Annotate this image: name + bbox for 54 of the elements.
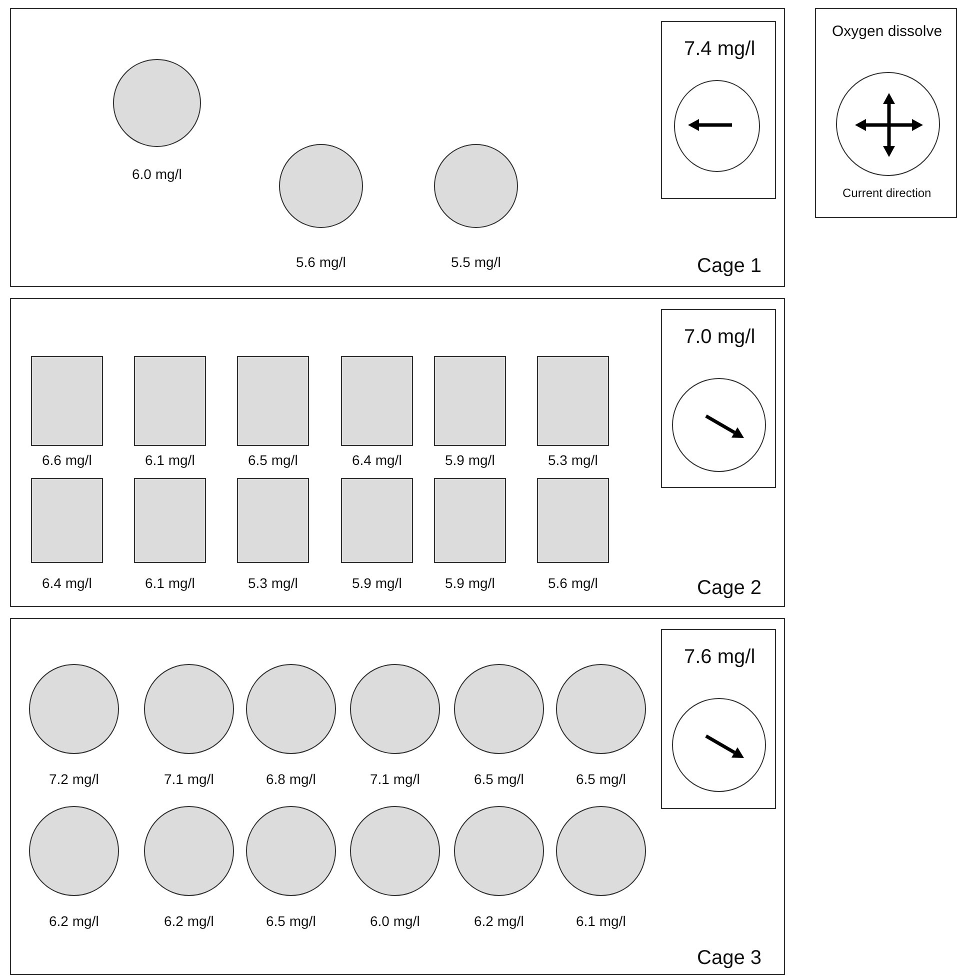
oxygen-value: 6.8 mg/l [266,771,316,787]
sample-rectangle [31,356,103,446]
cage-panel [10,298,785,607]
oxygen-value: 6.4 mg/l [352,452,402,468]
oxygen-value: 6.1 mg/l [576,913,626,929]
reading-panel [661,629,776,809]
oxygen-value: 6.0 mg/l [370,913,420,929]
sample-rectangle [237,356,309,446]
cage-label: Cage 3 [697,947,762,970]
oxygen-value: 6.1 mg/l [145,575,195,591]
oxygen-value: 6.4 mg/l [42,575,92,591]
oxygen-value: 5.3 mg/l [248,575,298,591]
oxygen-value: 6.0 mg/l [132,166,182,182]
oxygen-value: 7.2 mg/l [49,771,99,787]
oxygen-value: 6.5 mg/l [576,771,626,787]
oxygen-reading: 7.6 mg/l [684,646,756,669]
cage-label: Cage 2 [697,577,762,600]
sample-rectangle [134,356,206,446]
oxygen-value: 6.6 mg/l [42,452,92,468]
oxygen-value: 5.9 mg/l [445,452,495,468]
oxygen-value: 7.1 mg/l [370,771,420,787]
sample-rectangle [537,478,609,563]
sample-rectangle [237,478,309,563]
oxygen-value: 5.9 mg/l [352,575,402,591]
legend-caption: Current direction [842,186,932,200]
sample-rectangle [434,356,506,446]
oxygen-value: 5.5 mg/l [451,254,501,270]
reading-panel [661,21,776,199]
sample-rectangle [341,478,413,563]
oxygen-value: 7.1 mg/l [164,771,214,787]
oxygen-value: 6.2 mg/l [164,913,214,929]
cage-label: Cage 1 [697,255,762,278]
oxygen-value: 6.5 mg/l [248,452,298,468]
oxygen-value: 6.5 mg/l [266,913,316,929]
oxygen-reading: 7.0 mg/l [684,326,756,349]
reading-panel [661,309,776,488]
sample-rectangle [341,356,413,446]
oxygen-value: 6.2 mg/l [474,913,524,929]
sample-rectangle [537,356,609,446]
legend-title: Oxygen dissolve [832,23,942,40]
oxygen-value: 5.3 mg/l [548,452,598,468]
legend-panel [815,8,957,218]
oxygen-value: 6.2 mg/l [49,913,99,929]
oxygen-value: 5.6 mg/l [296,254,346,270]
oxygen-value: 5.9 mg/l [445,575,495,591]
oxygen-value: 5.6 mg/l [548,575,598,591]
cage-panel [10,8,785,287]
oxygen-value: 6.1 mg/l [145,452,195,468]
sample-rectangle [134,478,206,563]
oxygen-value: 6.5 mg/l [474,771,524,787]
sample-rectangle [434,478,506,563]
cage-panel [10,618,785,975]
oxygen-reading: 7.4 mg/l [684,38,756,61]
sample-rectangle [31,478,103,563]
